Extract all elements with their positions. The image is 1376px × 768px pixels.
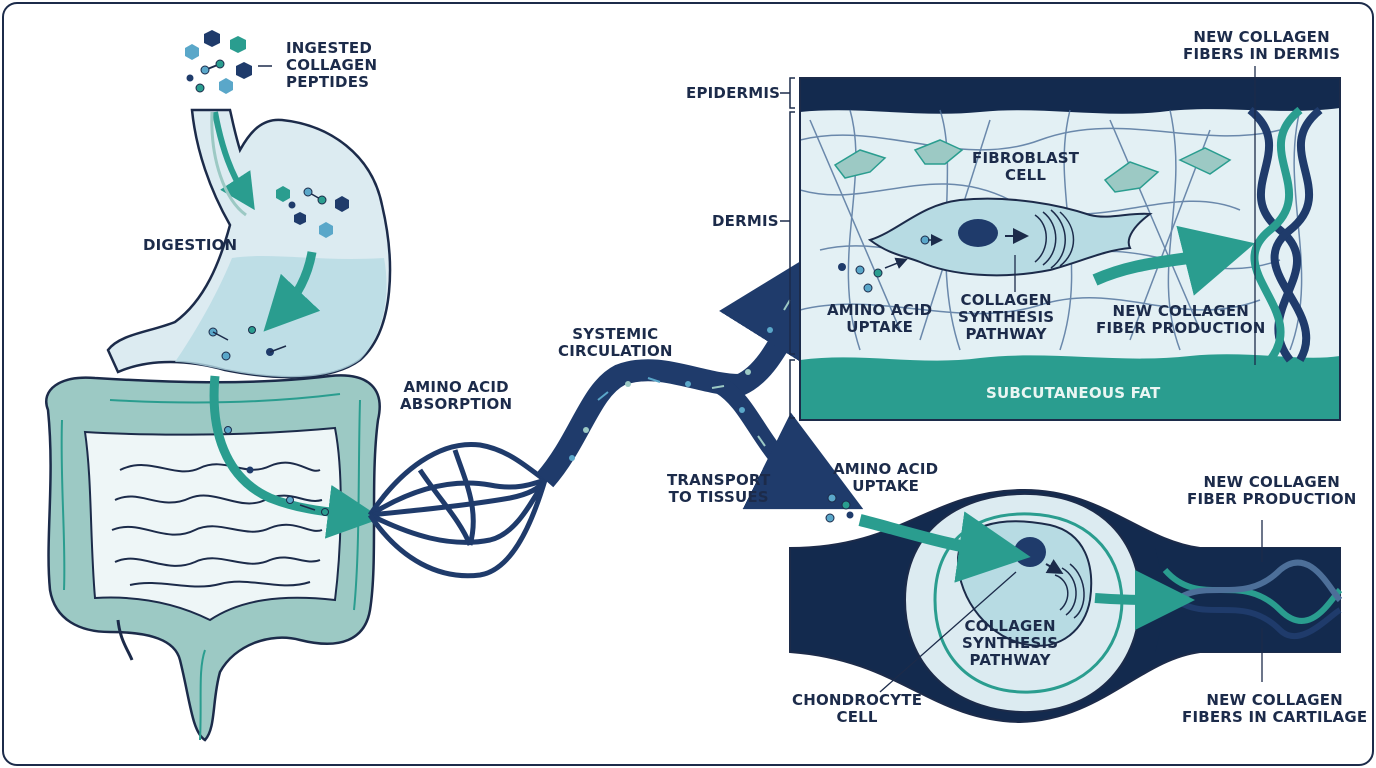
peptides-in-stomach-icon	[208, 186, 349, 361]
transport-vessel	[714, 377, 864, 510]
label-subcutaneous-fat: SUBCUTANEOUS FAT	[986, 384, 1161, 402]
cartilage-leader-lines	[879, 520, 1263, 693]
label-dermis: DERMIS	[712, 212, 779, 230]
collagen-fibers-dermis	[1247, 106, 1323, 363]
cartilage-panel	[789, 488, 1343, 724]
peptides-icon	[185, 30, 252, 94]
layer-brackets	[780, 77, 795, 419]
amino-acids-in-gut-icon	[224, 426, 329, 516]
label-epidermis: EPIDERMIS	[686, 84, 781, 102]
capillary-network	[367, 441, 548, 579]
stomach	[106, 108, 392, 379]
label-digestion: DIGESTION	[143, 236, 238, 254]
skin-leader-lines	[1014, 66, 1256, 365]
skin-panel	[800, 78, 1340, 420]
amino-acids-in-blood-icon	[569, 299, 791, 461]
systemic-circulation-vessel	[536, 234, 845, 488]
